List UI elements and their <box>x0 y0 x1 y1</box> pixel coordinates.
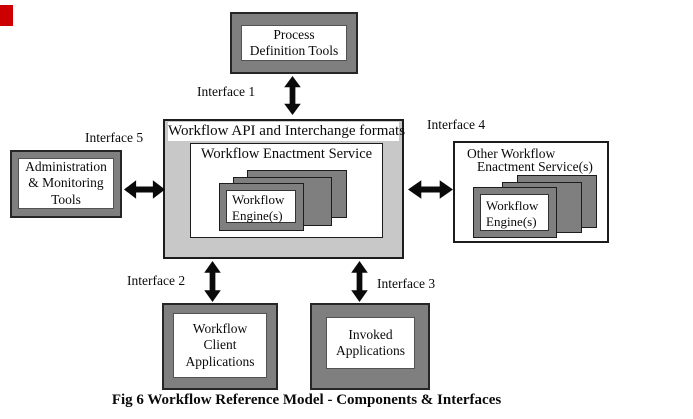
workflow-client-applications-box: Workflow Client Applications <box>162 303 278 390</box>
double-arrow-horizontal-icon <box>124 180 165 199</box>
other-enactment-service-title-line2: Enactment Service(s) <box>477 159 593 174</box>
double-arrow-vertical-icon <box>351 261 368 302</box>
admin-monitoring-tools-label: Administration & Monitoring Tools <box>18 158 114 209</box>
interface-2-label: Interface 2 <box>127 273 186 288</box>
double-arrow-vertical-icon <box>284 76 301 115</box>
interface-5-label: Interface 5 <box>85 130 144 145</box>
interface-4-label: Interface 4 <box>427 117 486 132</box>
interface-5-connector <box>124 180 165 199</box>
red-marker <box>0 5 13 26</box>
interface-1-label: Interface 1 <box>197 84 256 99</box>
interface-2-connector <box>204 261 221 302</box>
double-arrow-vertical-icon <box>204 261 221 302</box>
other-enactment-service-title-line1: Other Workflow <box>467 146 556 161</box>
workflow-api-panel: Workflow API and Interchange formats Wor… <box>163 119 406 259</box>
workflow-client-applications-label: Workflow Client Applications <box>173 313 267 378</box>
workflow-api-band: Workflow API and Interchange formats <box>168 122 406 141</box>
invoked-applications-label: Invoked Applications <box>326 317 415 369</box>
interface-1-connector <box>284 76 301 115</box>
workflow-engine-box: Workflow Engine(s) <box>473 187 557 238</box>
workflow-enactment-service-title: Workflow Enactment Service <box>200 146 373 162</box>
process-definition-tools-label: Process Definition Tools <box>241 25 347 61</box>
invoked-applications-box: Invoked Applications <box>310 303 430 390</box>
workflow-engine-label: Workflow Engine(s) <box>480 194 549 231</box>
workflow-engine-box: Workflow Engine(s) <box>219 183 304 231</box>
process-definition-tools-box: Process Definition Tools <box>230 12 358 74</box>
admin-monitoring-tools-box: Administration & Monitoring Tools <box>10 150 122 218</box>
figure-caption: Fig 6 Workflow Reference Model - Compone… <box>111 392 502 408</box>
workflow-engine-label: Workflow Engine(s) <box>226 190 296 223</box>
interface-4-connector <box>408 180 453 199</box>
interface-3-connector <box>351 261 368 302</box>
interface-3-label: Interface 3 <box>377 276 436 291</box>
other-enactment-service-box: Other Workflow Enactment Service(s) Work… <box>453 141 609 243</box>
double-arrow-horizontal-icon <box>408 180 453 199</box>
